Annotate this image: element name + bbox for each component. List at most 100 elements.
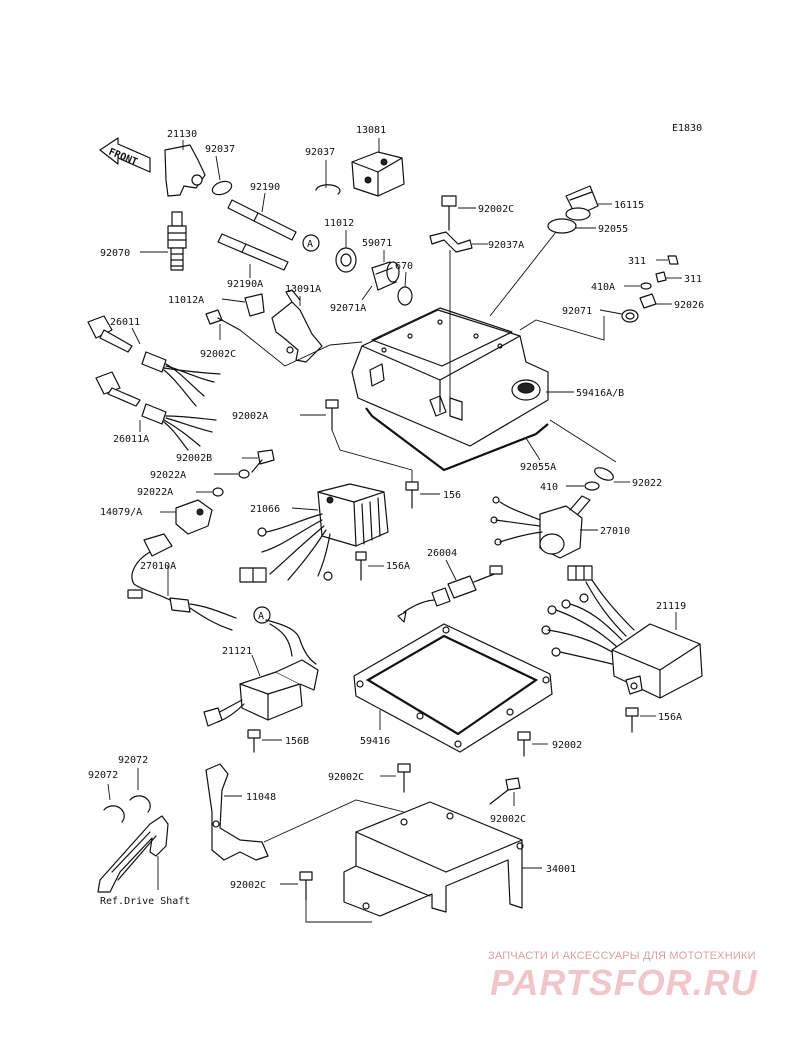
label-13091a: 13091A: [285, 284, 321, 295]
switch-27010a-part: [127, 533, 237, 631]
callout-a-lower: [253, 606, 271, 624]
washer-92022a-2-part: [212, 487, 224, 497]
label-156: 156: [443, 490, 461, 501]
nut-311-b-part: [655, 271, 682, 283]
block-13081-part: [351, 138, 405, 197]
label-92055a: 92055A: [520, 462, 556, 473]
label-92190a: 92190A: [227, 279, 263, 290]
label-92002: 92002: [552, 740, 582, 751]
label-92002c-right: 92002C: [490, 814, 526, 825]
bolt-92002c-top-part: [441, 195, 476, 231]
callout-a-top-label: A: [307, 239, 313, 250]
switch-27010-part: [490, 495, 598, 559]
regulator-21066-part: [239, 483, 389, 583]
nut-311-a-part: [656, 255, 679, 265]
label-26004: 26004: [427, 548, 457, 559]
label-92071: 92071: [562, 306, 592, 317]
circlip-92037-part: [315, 184, 341, 195]
callout-a-lower-label: A: [258, 611, 264, 622]
label-27010: 27010: [600, 526, 630, 537]
label-26011a: 26011A: [113, 434, 149, 445]
spark-plug-part: [140, 211, 187, 271]
label-92002b: 92002B: [176, 453, 212, 464]
washer-410a-part: [640, 282, 652, 290]
label-311-b: 311: [684, 274, 702, 285]
label-92072-a: 92072: [88, 770, 118, 781]
bolt-92002b-part: [242, 449, 275, 473]
callout-a-top: [302, 234, 320, 252]
bracket-13091a-part: [271, 289, 323, 363]
gasket-59416-part: [353, 623, 553, 753]
label-27010a: 27010A: [140, 561, 176, 572]
tube-92190-part: [227, 192, 297, 241]
diagram-code: E1830: [672, 123, 702, 134]
label-21130: 21130: [167, 129, 197, 140]
circlip-92072-b-part: [129, 795, 151, 813]
label-34001: 34001: [546, 864, 576, 875]
label-156a-2: 156A: [658, 712, 682, 723]
label-92002c-bottom: 92002C: [230, 880, 266, 891]
cap-16115-part: [565, 185, 612, 221]
label-92055: 92055: [598, 224, 628, 235]
label-92002c-left: 92002C: [200, 349, 236, 360]
bolt-92002c-left-part: [205, 309, 241, 340]
gasket-92055a-part: [365, 407, 549, 472]
label-14079: 14079/A: [100, 507, 142, 518]
label-26011: 26011: [110, 317, 140, 328]
fuse-26004-part: [397, 559, 503, 623]
label-92002a: 92002A: [232, 411, 268, 422]
label-11012: 11012: [324, 218, 354, 229]
label-92022a-2: 92022A: [137, 487, 173, 498]
o-ring-92055-part: [547, 218, 577, 234]
bolt-156b-part: [247, 729, 282, 753]
grommet-11012a-part: [221, 293, 265, 317]
label-311-a: 311: [628, 256, 646, 267]
o-ring-670-part: [397, 286, 413, 306]
grommet-92071-part: [599, 309, 639, 323]
clip-92037-part: [211, 155, 233, 196]
bolt-92002c-bottom-part: [280, 871, 313, 901]
label-92002c-mid: 92002C: [328, 772, 364, 783]
label-59071: 59071: [362, 238, 392, 249]
watermark-tagline: ЗАПЧАСТИ И АКСЕССУАРЫ ДЛЯ МОТОТЕХНИКИ: [488, 950, 756, 962]
label-92037-b: 92037: [305, 147, 335, 158]
label-13081: 13081: [356, 125, 386, 136]
label-92072-b: 92072: [118, 755, 148, 766]
label-11048: 11048: [246, 792, 276, 803]
sensor-14079-part: [160, 499, 213, 535]
tube-92190a-part: [217, 233, 289, 278]
bracket-11048-part: [205, 763, 269, 861]
label-670: 670: [395, 261, 413, 272]
clamp-92037a-part: [429, 231, 488, 410]
ignition-coil-21121-part: [203, 619, 319, 727]
bolt-92002a-part: [300, 399, 339, 431]
label-92070: 92070: [100, 248, 130, 259]
label-410a: 410A: [591, 282, 615, 293]
label-92022a-1: 92022A: [150, 470, 186, 481]
label-156a-1: 156A: [386, 561, 410, 572]
label-21119: 21119: [656, 601, 686, 612]
drive-shaft-bracket-part: [97, 815, 169, 893]
label-92037aa: 92037A: [488, 240, 524, 251]
watermark-logo: PARTSFOR.RU: [490, 962, 758, 1003]
grommet-11012-part: [335, 230, 357, 273]
washer-92022-part: [594, 467, 614, 481]
label-156b: 156B: [285, 736, 309, 747]
bolt-92002c-right-part: [489, 777, 521, 806]
switch-26011-part: [87, 315, 221, 407]
label-410: 410: [540, 482, 558, 493]
bolt-92002c-mid-part: [380, 763, 411, 793]
label-92022: 92022: [632, 478, 662, 489]
label-21066: 21066: [250, 504, 280, 515]
label-92190: 92190: [250, 182, 280, 193]
plug-cap-part: [164, 140, 206, 197]
label-59416ab: 59416A/B: [576, 388, 624, 399]
label-16115: 16115: [614, 200, 644, 211]
washer-92022a-1-part: [238, 469, 250, 479]
label-59416: 59416: [360, 736, 390, 747]
circlip-92072-a-part: [103, 805, 125, 823]
label-92026: 92026: [674, 300, 704, 311]
bolt-92002-part: [517, 731, 548, 757]
bracket-34001-part: [343, 801, 542, 917]
